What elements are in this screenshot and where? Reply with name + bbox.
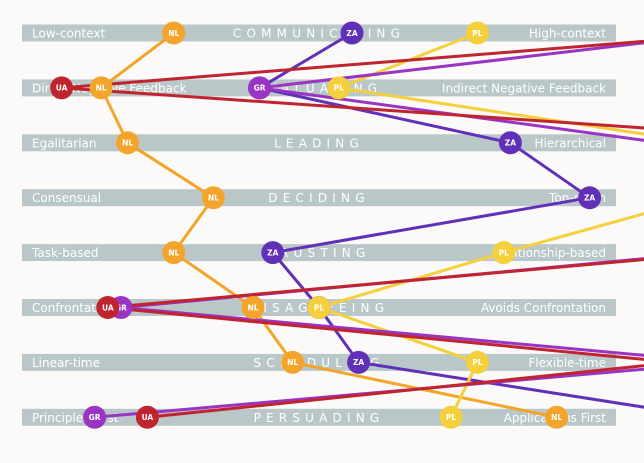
data-point-nl: NL bbox=[116, 131, 140, 155]
data-point-label: ZA bbox=[505, 139, 516, 148]
data-point-ua: UA bbox=[96, 296, 120, 319]
data-point-marker bbox=[545, 405, 569, 429]
dimension-band bbox=[22, 134, 616, 152]
data-point-marker bbox=[116, 131, 140, 155]
data-point-label: PL bbox=[334, 84, 344, 93]
data-point-label: GR bbox=[115, 303, 127, 312]
data-point-nl: NL bbox=[545, 405, 569, 429]
data-point-marker bbox=[307, 296, 331, 319]
data-point-label: NL bbox=[96, 84, 107, 93]
data-point-za: ZA bbox=[498, 131, 522, 155]
dimension-name: LEADING bbox=[274, 136, 364, 150]
data-point-marker bbox=[50, 76, 74, 100]
data-point-marker bbox=[347, 350, 371, 374]
data-point-label: UA bbox=[142, 413, 154, 422]
data-point-nl: NL bbox=[281, 350, 305, 374]
data-point-marker bbox=[201, 186, 225, 210]
data-point-marker bbox=[162, 241, 186, 265]
data-point-label: PL bbox=[472, 358, 482, 367]
data-point-label: PL bbox=[472, 29, 482, 38]
series-line-pl bbox=[317, 31, 644, 419]
dimension-name: EVALUATING bbox=[256, 81, 383, 95]
right-end-label: Indirect Negative Feedback bbox=[442, 81, 606, 95]
data-point-marker bbox=[89, 76, 113, 100]
data-point-gr: GR bbox=[83, 405, 107, 429]
data-point-marker bbox=[439, 405, 463, 429]
data-point-pl: PL bbox=[465, 21, 489, 45]
series-markers: NLNLNLNLNLNLNLNLZAZAZAZAZAZAZAZAPLPLPLPL… bbox=[50, 21, 602, 429]
data-point-label: NL bbox=[122, 139, 133, 148]
data-point-label: ZA bbox=[346, 29, 357, 38]
data-point-pl: PL bbox=[439, 405, 463, 429]
data-point-nl: NL bbox=[89, 76, 113, 100]
data-point-label: ZA bbox=[353, 358, 364, 367]
data-point-pl: PL bbox=[327, 76, 351, 100]
data-point-pl: PL bbox=[465, 350, 489, 374]
data-point-za: ZA bbox=[340, 21, 364, 45]
data-point-za: ZA bbox=[347, 350, 371, 374]
left-end-label: Consensual bbox=[32, 191, 101, 205]
data-point-marker bbox=[248, 76, 272, 100]
data-point-label: PL bbox=[314, 303, 324, 312]
data-point-marker bbox=[327, 76, 351, 100]
right-end-label: High-context bbox=[529, 27, 606, 41]
data-point-label: GR bbox=[254, 84, 266, 93]
data-point-ua: UA bbox=[50, 76, 74, 100]
data-point-marker bbox=[96, 296, 120, 319]
data-point-marker bbox=[281, 350, 305, 374]
series-line-gr bbox=[93, 41, 644, 419]
data-point-pl: PL bbox=[307, 296, 331, 319]
data-point-label: NL bbox=[287, 358, 298, 367]
dimension-band bbox=[22, 79, 616, 97]
dimension-band bbox=[22, 408, 616, 426]
left-end-label: Egalitarian bbox=[32, 136, 97, 150]
data-point-nl: NL bbox=[162, 21, 186, 45]
data-point-ua: UA bbox=[135, 405, 159, 429]
data-point-label: PL bbox=[499, 248, 509, 257]
right-end-label: Relationship-based bbox=[492, 246, 606, 260]
data-point-label: UA bbox=[102, 303, 114, 312]
dimension-band bbox=[22, 189, 616, 207]
data-point-marker bbox=[162, 21, 186, 45]
data-point-marker bbox=[261, 241, 285, 265]
data-point-label: ZA bbox=[267, 248, 278, 257]
right-end-label: Flexible-time bbox=[528, 356, 606, 370]
data-point-za: ZA bbox=[261, 241, 285, 265]
data-point-label: NL bbox=[551, 413, 562, 422]
data-point-label: PL bbox=[446, 413, 456, 422]
data-point-label: GR bbox=[89, 413, 101, 422]
data-point-label: NL bbox=[247, 303, 258, 312]
dimension-name: COMMUNICATING bbox=[233, 27, 405, 41]
data-point-pl: PL bbox=[492, 241, 516, 265]
left-end-label: Low-context bbox=[32, 27, 105, 41]
data-point-marker bbox=[465, 350, 489, 374]
data-point-marker bbox=[465, 21, 489, 45]
data-point-marker bbox=[578, 186, 602, 210]
series-line-ua bbox=[60, 39, 644, 419]
dimension-name: DECIDING bbox=[268, 191, 369, 205]
left-end-label: Linear-time bbox=[32, 356, 100, 370]
data-point-gr: GR bbox=[248, 76, 272, 100]
data-point-marker bbox=[135, 405, 159, 429]
data-point-nl: NL bbox=[241, 296, 265, 319]
data-point-label: NL bbox=[168, 248, 179, 257]
data-point-label: ZA bbox=[584, 194, 595, 203]
left-end-label: Task-based bbox=[31, 246, 98, 260]
right-end-label: Hierarchical bbox=[534, 136, 606, 150]
data-point-label: UA bbox=[56, 84, 68, 93]
data-point-marker bbox=[340, 21, 364, 45]
data-point-marker bbox=[83, 405, 107, 429]
data-point-za: ZA bbox=[578, 186, 602, 210]
data-point-nl: NL bbox=[162, 241, 186, 265]
data-point-label: NL bbox=[208, 194, 219, 203]
data-point-marker bbox=[241, 296, 265, 319]
data-point-label: NL bbox=[168, 29, 179, 38]
dimension-name: PERSUADING bbox=[254, 411, 385, 425]
data-point-marker bbox=[498, 131, 522, 155]
right-end-label: Avoids Confrontation bbox=[481, 301, 606, 315]
data-point-nl: NL bbox=[201, 186, 225, 210]
data-point-marker bbox=[492, 241, 516, 265]
